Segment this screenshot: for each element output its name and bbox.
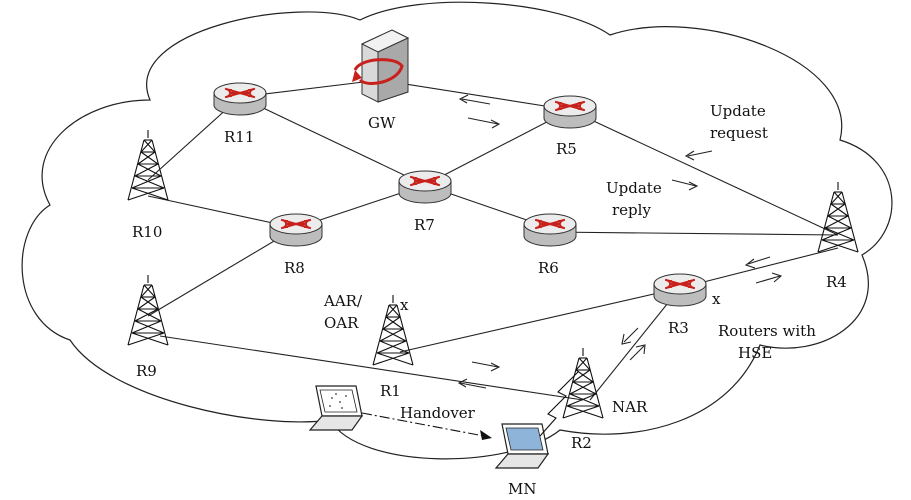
update-reply-label-line1: Update (606, 179, 662, 197)
update-request-label-line1: Update (710, 102, 766, 120)
router-r6-icon (522, 212, 578, 248)
r10-label: R10 (132, 223, 162, 241)
r6-label: R6 (538, 259, 559, 277)
r4-label: R4 (826, 273, 847, 291)
router-r11-icon (212, 81, 268, 117)
nar-label: NAR (612, 398, 648, 416)
r7-label: R7 (414, 216, 435, 234)
r11-label: R11 (224, 128, 254, 146)
hse-label-line2: HSE (738, 344, 772, 362)
update-reply-label-line2: reply (612, 201, 651, 219)
gateway-server-icon (352, 29, 410, 103)
router-r5-icon (542, 94, 598, 130)
mn-label: MN (508, 480, 536, 498)
router-r7-icon (397, 169, 453, 205)
handover-label: Handover (400, 404, 476, 422)
hse-mark-r3: x (712, 290, 721, 308)
router-r8-icon (268, 212, 324, 248)
r3-label: R3 (668, 319, 689, 337)
wireless-link-icon (539, 371, 579, 437)
hse-label-line1: Routers with (718, 322, 816, 340)
r9-label: R9 (136, 362, 157, 380)
network-links (147, 79, 839, 401)
gw-label: GW (368, 114, 396, 132)
aar-label-line2: OAR (324, 314, 359, 332)
r1-label: R1 (380, 382, 401, 400)
r2-label: R2 (571, 434, 592, 452)
message-arrows (457, 94, 783, 389)
update-request-label-line2: request (710, 124, 768, 142)
aar-label-line1: AAR/ (323, 292, 363, 310)
hse-mark-r1: x (400, 296, 409, 314)
r5-label: R5 (556, 140, 577, 158)
r8-label: R8 (284, 259, 305, 277)
handover-arrow (361, 412, 485, 437)
router-r3-icon (652, 272, 708, 308)
network-cloud (21, 1, 893, 460)
